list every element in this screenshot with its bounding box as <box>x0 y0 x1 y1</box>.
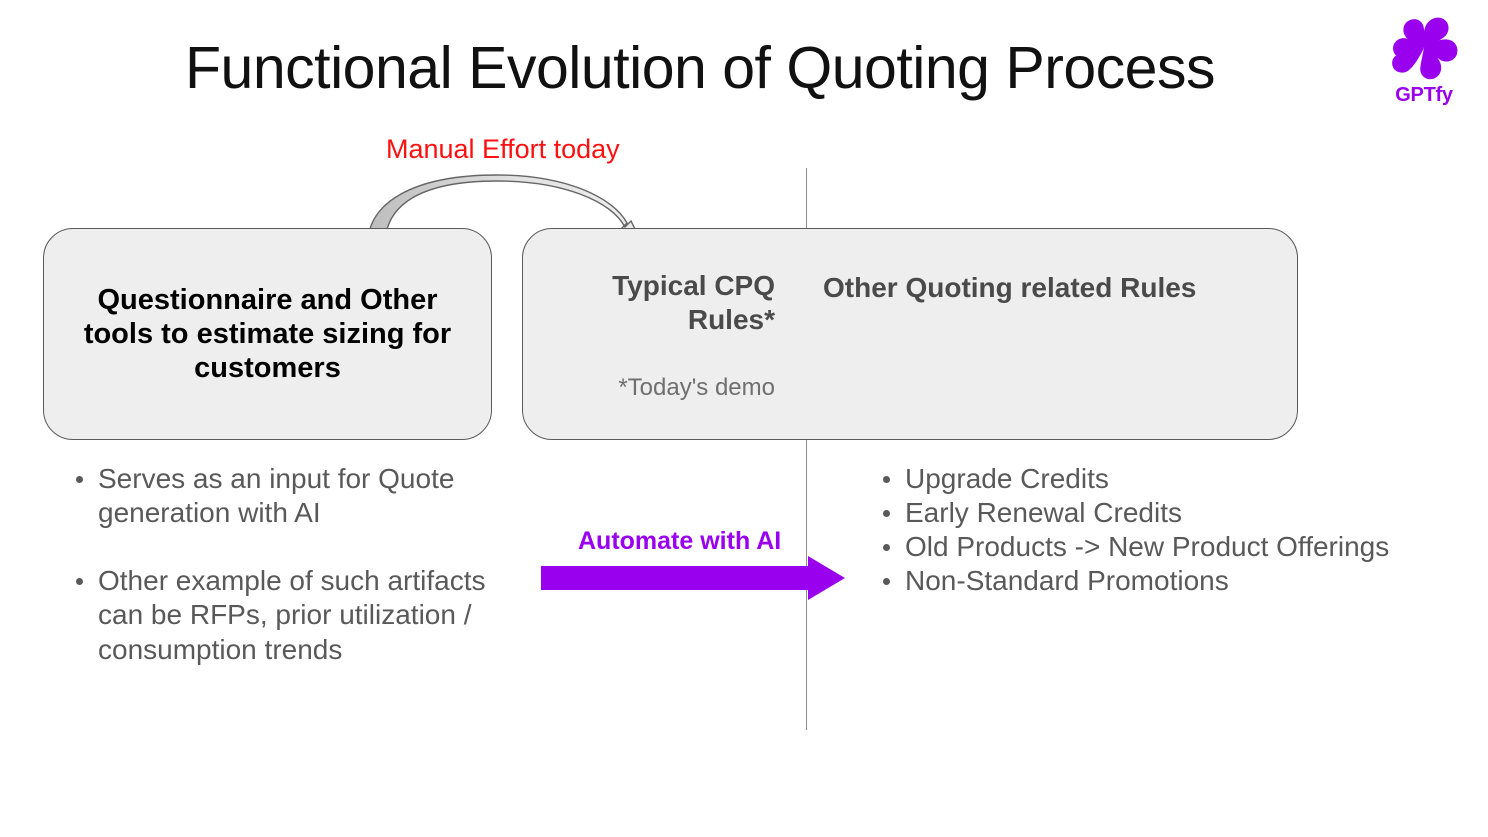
cpq-rules-title: Typical CPQ Rules* <box>612 270 775 335</box>
other-rules-title: Other Quoting related Rules <box>823 272 1197 303</box>
box-questionnaire: Questionnaire and Other tools to estimat… <box>43 228 492 440</box>
list-item: Other example of such artifacts can be R… <box>68 564 528 666</box>
vertical-divider <box>806 168 807 730</box>
automate-arrow-icon <box>541 556 845 600</box>
pinwheel-icon <box>1392 17 1458 80</box>
cpq-rules-footnote: *Today's demo <box>618 374 775 402</box>
other-rules-column: Other Quoting related Rules <box>823 271 1253 305</box>
list-item: Early Renewal Credits <box>875 496 1395 530</box>
right-bullet-list: Upgrade Credits Early Renewal Credits Ol… <box>875 462 1395 599</box>
automate-with-ai-label: Automate with AI <box>578 527 782 555</box>
page-title: Functional Evolution of Quoting Process <box>185 35 1215 101</box>
gptfy-logo: GPTfy <box>1382 14 1466 110</box>
box-questionnaire-title: Questionnaire and Other tools to estimat… <box>83 283 452 385</box>
list-item: Non-Standard Promotions <box>875 564 1395 598</box>
box-quoting-rules: Typical CPQ Rules* *Today's demo Other Q… <box>522 228 1298 440</box>
list-item: Serves as an input for Quote generation … <box>68 462 528 530</box>
cpq-rules-column: Typical CPQ Rules* *Today's demo <box>523 269 791 402</box>
list-item: Upgrade Credits <box>875 462 1395 496</box>
list-item: Old Products -> New Product Offerings <box>875 530 1395 564</box>
manual-effort-label: Manual Effort today <box>386 134 620 164</box>
logo-wordmark: GPTfy <box>1395 84 1453 106</box>
left-bullet-list: Serves as an input for Quote generation … <box>68 462 528 701</box>
